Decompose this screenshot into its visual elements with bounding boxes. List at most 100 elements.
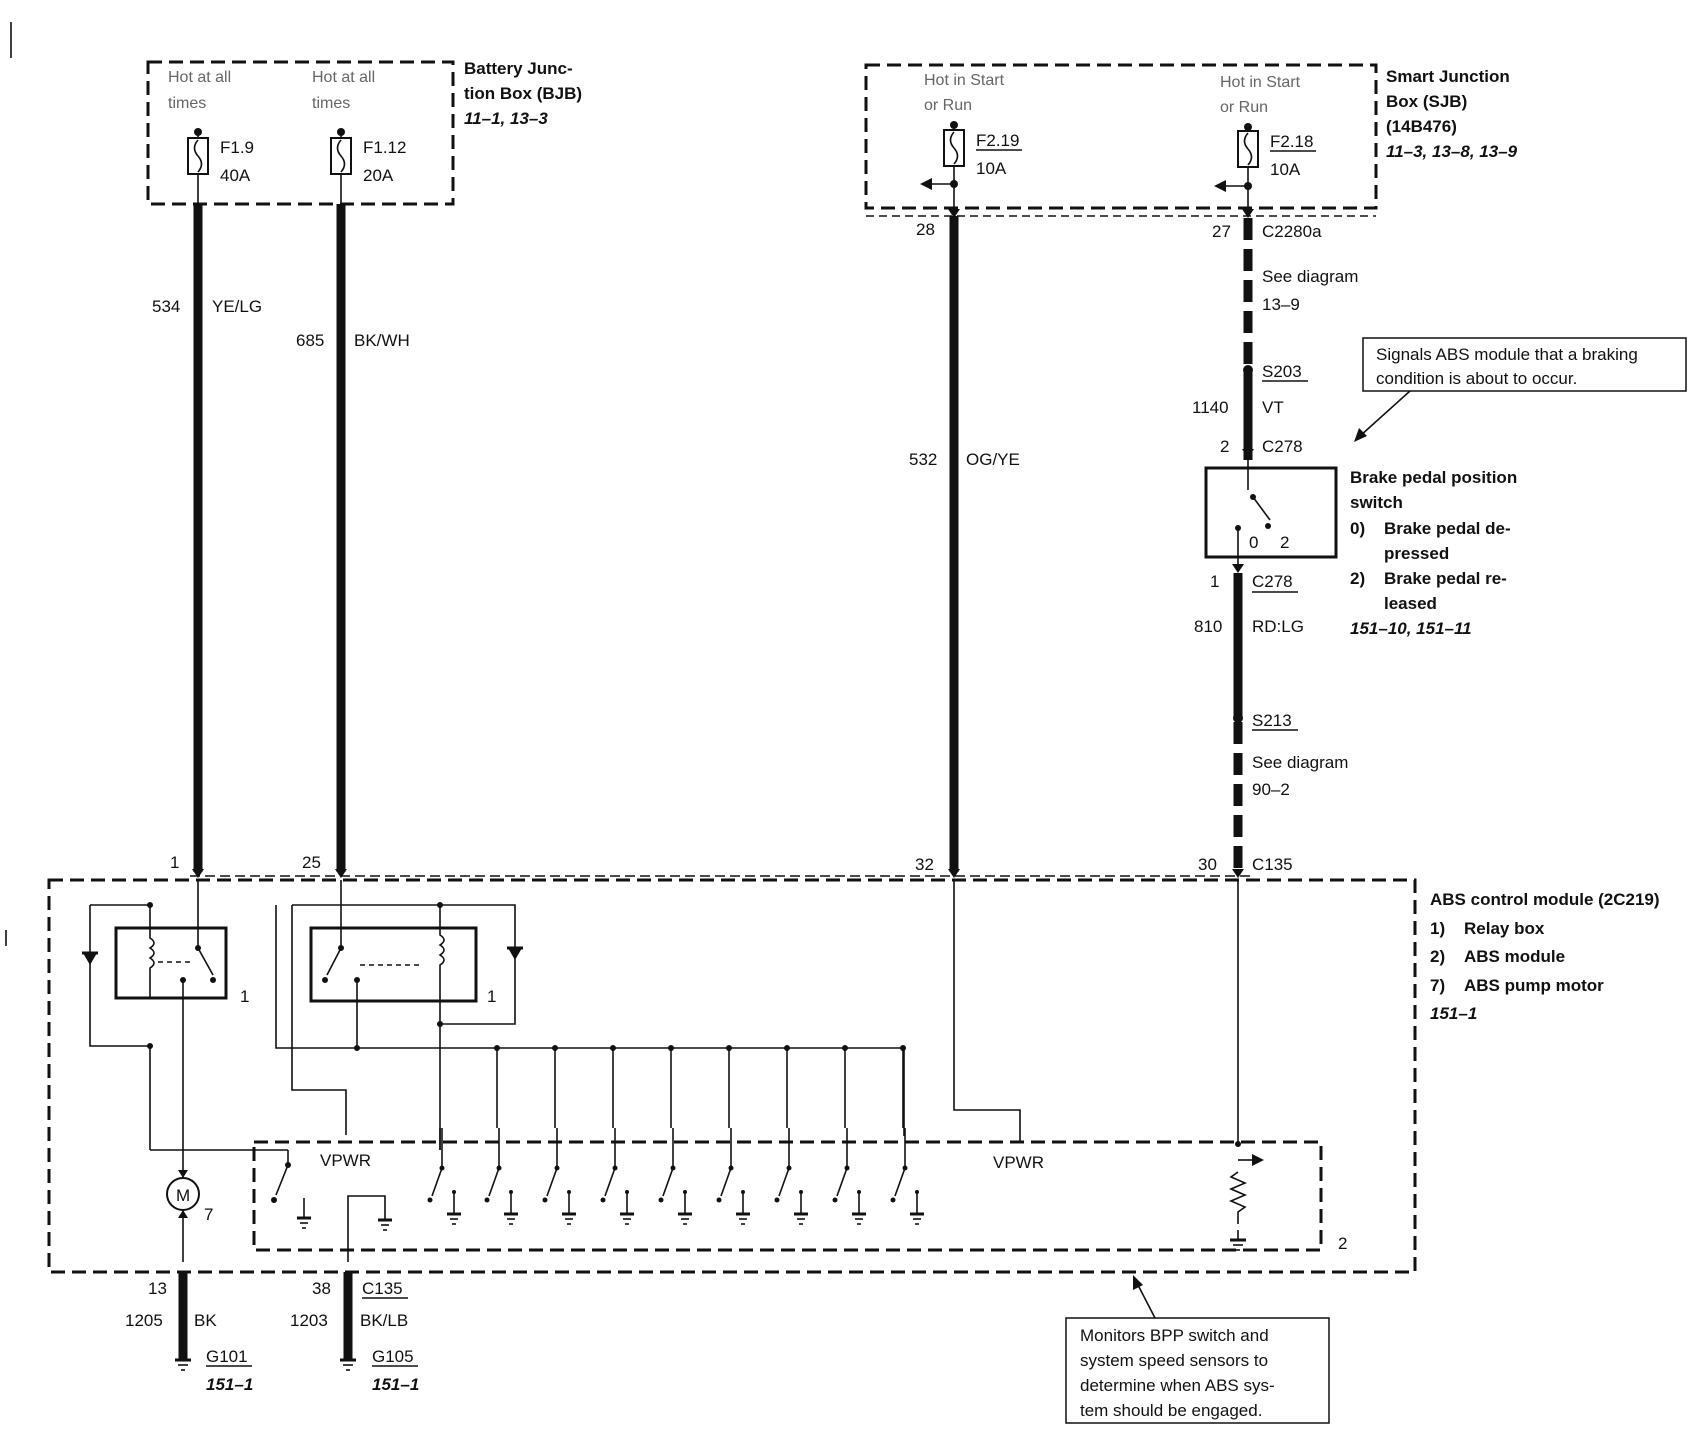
bpp-state-2-line-1: Brake pedal re-: [1384, 569, 1507, 588]
wire-1203-color: BK/LB: [360, 1311, 408, 1330]
fuse-f2-18-rating: 10A: [1270, 160, 1301, 179]
wire-685-number: 685: [296, 331, 324, 350]
sjb-outline: [864, 63, 1378, 210]
fuse-f1-12-name: F1.12: [363, 138, 406, 157]
ground-g101-label: G101: [206, 1347, 248, 1366]
bjb-hot-label-2a: Hot at all: [312, 69, 375, 86]
bpp-state-0-line-1: Brake pedal de-: [1384, 519, 1511, 538]
pin-13-label: 13: [148, 1279, 167, 1298]
abs-pump-motor-number: 7: [204, 1205, 213, 1224]
c278-pin-1-label: 1: [1210, 572, 1219, 591]
brake-pedal-position-switch: 0 2 Brake pedal position switch 0) Brake…: [1204, 460, 1517, 638]
fuse-f1-12-rating: 20A: [363, 166, 394, 185]
bjb-hot-label-1b: times: [168, 95, 206, 112]
connector-c278-bottom-label: C278: [1252, 572, 1293, 591]
pin-30-label: 30: [1198, 855, 1217, 874]
bpp-monitor-note-line-1: Monitors BPP switch and: [1080, 1326, 1269, 1345]
splice-s213-label: S213: [1252, 711, 1292, 730]
pin-28-label: 28: [916, 220, 935, 239]
sjb-hot-label-1a: Hot in Start: [924, 72, 1005, 89]
resistor-icon: [1228, 1171, 1248, 1224]
sjb-hot-label-1b: or Run: [924, 97, 972, 114]
callout-arrow-icon: [1354, 428, 1367, 442]
wire-810-color: RD:LG: [1252, 617, 1304, 636]
wire-1205-number: 1205: [125, 1311, 163, 1330]
bjb-title-line-1: Battery Junc-: [464, 59, 573, 78]
splice-s203-label: S203: [1262, 362, 1302, 381]
relay-box-1-number: 1: [240, 987, 249, 1006]
wire-534: 534 YE/LG: [152, 204, 262, 872]
diode-icon: [508, 948, 522, 960]
vpwr-label-2: VPWR: [993, 1153, 1044, 1172]
abs-module-outline: [47, 878, 1417, 1274]
bpp-monitor-note-line-3: determine when ABS sys-: [1080, 1376, 1275, 1395]
bjb-outline: [146, 60, 455, 206]
abs-module-box: [252, 1140, 1323, 1252]
wire-532-color: OG/YE: [966, 450, 1020, 469]
wire-810-number: 810: [1194, 617, 1222, 636]
solenoid-switch-3: [546, 1167, 558, 1197]
abs-module-number: 2: [1338, 1234, 1347, 1253]
pin-27-label: 27: [1212, 222, 1231, 241]
bpp-state-2-line-2: leased: [1384, 594, 1437, 613]
see-diagram-ref-1: 13–9: [1262, 295, 1300, 314]
abs-item-1: Relay box: [1464, 919, 1545, 938]
solenoid-switch-5: [662, 1167, 674, 1197]
relay-contact-1: [197, 947, 214, 976]
motor-symbol: M: [176, 1186, 190, 1205]
abs-signal-note-box: [1362, 337, 1687, 392]
sjb-title-line-3: (14B476): [1386, 117, 1457, 136]
abs-item-2: ABS module: [1464, 947, 1565, 966]
sjb-title-line-1: Smart Junction: [1386, 67, 1510, 86]
abs-title: ABS control module (2C219): [1430, 890, 1660, 909]
fuse-f2-19-name: F2.19: [976, 131, 1019, 150]
connector-c135-bottom-label: C135: [362, 1279, 403, 1298]
bpp-monitor-note-line-4: tem should be engaged.: [1080, 1401, 1262, 1420]
smart-junction-box: Hot in Start or Run Hot in Start or Run …: [864, 63, 1518, 212]
solenoid-switch-8: [836, 1167, 848, 1197]
abs-item-2-num: 2): [1430, 947, 1445, 966]
battery-junction-box: Hot at all times Hot at all times F1.9 4…: [146, 59, 582, 206]
solenoid-switch-9: [894, 1167, 906, 1197]
abs-signal-note-line-1: Signals ABS module that a braking: [1376, 345, 1638, 364]
branch-arrow-icon: [920, 178, 932, 190]
bpp-title-line-2: switch: [1350, 493, 1403, 512]
fuse-f1-9-rating: 40A: [220, 166, 251, 185]
relay-contact-2: [326, 947, 342, 976]
wire-1140-number: 1140: [1192, 398, 1229, 417]
relay-coil-2: [438, 905, 445, 1024]
branch-arrow-icon: [1214, 180, 1226, 192]
wire-1203-number: 1203: [290, 1311, 328, 1330]
bpp-state-0-line-2: pressed: [1384, 544, 1449, 563]
splice-s213-icon: [1233, 713, 1243, 723]
bpp-monitor-note: Monitors BPP switch and system speed sen…: [1065, 1275, 1330, 1424]
ground-g105-label: G105: [372, 1347, 414, 1366]
sjb-hot-label-2a: Hot in Start: [1220, 74, 1301, 91]
abs-signal-note: Signals ABS module that a braking condit…: [1354, 337, 1687, 442]
abs-module-legend: ABS control module (2C219) 1) Relay box …: [1430, 890, 1660, 1023]
wire-1140-color: VT: [1262, 398, 1284, 417]
ground-icon: [1230, 1230, 1246, 1251]
pin-38-label: 38: [312, 1279, 331, 1298]
abs-signal-note-line-2: condition is about to occur.: [1376, 369, 1577, 388]
callout-arrow-icon: [1133, 1275, 1143, 1290]
wire-1203: 38 C135 1203 BK/LB G105 151–1: [290, 1272, 419, 1394]
wire-534-color: YE/LG: [212, 297, 262, 316]
connector-c278-top-label: C278: [1262, 437, 1303, 456]
wire-810: 1 C278 810 RD:LG S213 See diagram 90–2: [1194, 564, 1348, 872]
wire-1205-color: BK: [194, 1311, 217, 1330]
bpp-position-2: 2: [1280, 533, 1289, 552]
see-diagram-label-1: See diagram: [1262, 267, 1358, 286]
abs-item-1-num: 1): [1430, 919, 1445, 938]
connector-c135-label: C135: [1252, 855, 1293, 874]
solenoid-switch-1: [431, 1167, 443, 1197]
solenoid-bus: [427, 1045, 924, 1225]
sjb-title-line-2: Box (SJB): [1386, 92, 1467, 111]
sjb-refs: 11–3, 13–8, 13–9: [1386, 142, 1518, 161]
bpp-state-0-num: 0): [1350, 519, 1365, 538]
wire-532: 532 OG/YE: [909, 216, 1020, 872]
fuse-f2-18-name: F2.18: [1270, 132, 1313, 151]
solenoid-switch-2: [488, 1167, 500, 1197]
bjb-refs: 11–1, 13–3: [464, 109, 548, 128]
